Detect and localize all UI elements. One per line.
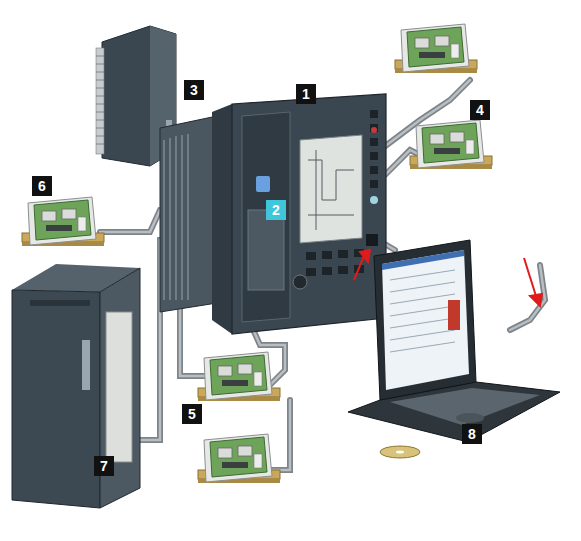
device-1-part <box>308 150 354 230</box>
laptop-part <box>396 451 404 454</box>
device-1-part-part <box>338 266 348 274</box>
device-1-part <box>242 112 290 322</box>
cables-part <box>100 80 545 470</box>
red-arrows-part <box>524 258 536 296</box>
device-1-part-part <box>322 251 332 259</box>
device-1-part <box>232 94 386 334</box>
device-1-part-part <box>370 138 378 146</box>
device-1-part <box>293 275 307 289</box>
device-1-part <box>366 234 378 246</box>
callout-number: 4 <box>470 100 490 120</box>
laptop-part <box>382 250 464 270</box>
device-1-part <box>300 135 362 243</box>
device-1-part <box>248 210 284 290</box>
module-3-part <box>96 56 104 144</box>
red-arrows-part <box>360 250 370 262</box>
callout-number: 6 <box>32 176 52 196</box>
illustration-part <box>22 197 104 246</box>
device-1-part-part <box>306 252 316 260</box>
device-1-part-part <box>338 250 348 258</box>
illustration-part <box>198 352 280 401</box>
callout-number: 5 <box>182 404 202 424</box>
illustration-part <box>198 434 280 483</box>
device-1 <box>160 94 386 334</box>
device-1-part <box>164 134 188 300</box>
laptop-part <box>374 240 476 400</box>
callout-number: 1 <box>296 84 316 104</box>
module-7 <box>12 264 140 508</box>
laptop <box>348 240 560 458</box>
red-arrows <box>354 250 542 306</box>
callout-number: 3 <box>184 80 204 100</box>
device-1-part-part <box>306 268 316 276</box>
module-7-part <box>30 300 90 306</box>
cables-part-part <box>510 265 545 330</box>
device-1-part-part <box>370 124 378 132</box>
device-1-part-part <box>370 166 378 174</box>
red-arrows-part <box>354 256 364 280</box>
laptop-part <box>390 270 455 352</box>
callout-number: 8 <box>462 424 482 444</box>
illustration-part <box>395 24 477 73</box>
laptop-part <box>456 413 484 423</box>
device-1-part <box>306 110 378 276</box>
cables-part <box>100 80 545 470</box>
illustration-part <box>410 120 492 169</box>
module-7-part <box>82 340 90 390</box>
device-1-part-part <box>370 180 378 188</box>
red-arrows-part <box>530 294 542 306</box>
callout-number: 7 <box>94 456 114 476</box>
device-1-part <box>371 127 377 133</box>
laptop-part <box>382 250 469 390</box>
cables <box>100 80 545 470</box>
laptop-part <box>448 300 460 330</box>
device-1-part <box>370 196 378 204</box>
laptop-part <box>380 446 420 458</box>
module-7-part <box>12 290 100 508</box>
device-1-part-part <box>322 267 332 275</box>
device-1-part <box>256 176 270 192</box>
module-7-part <box>106 312 132 462</box>
device-1-part-part <box>370 110 378 118</box>
module-3-part <box>96 48 104 154</box>
device-1-part-part <box>370 152 378 160</box>
callout-number: 2 <box>266 200 286 220</box>
cables-part-part <box>510 265 545 330</box>
device-1-part <box>212 104 232 334</box>
